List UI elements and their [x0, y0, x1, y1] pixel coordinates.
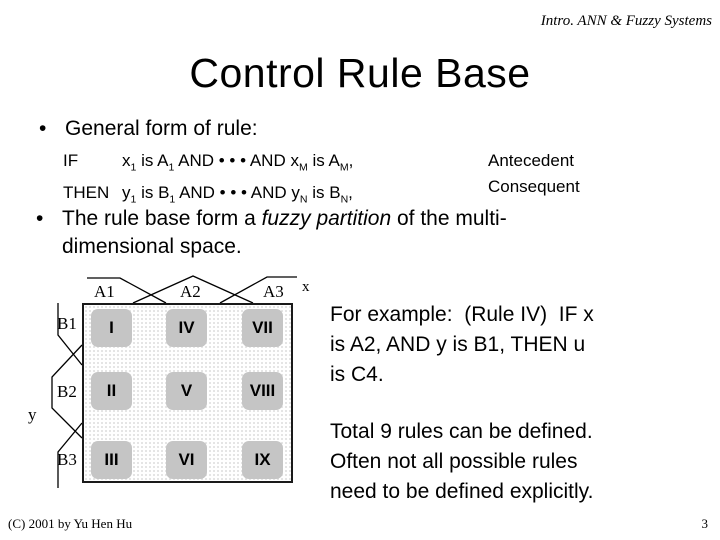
row-label-b3: B3 [57, 450, 77, 469]
rule-cell-6: VI [166, 441, 207, 479]
example-note: For example: (Rule IV) IF x is A2, AND y… [330, 303, 594, 386]
page-title: Control Rule Base [189, 50, 531, 96]
rule-then-line: THEN y1 is B1 AND • • • AND yN is BN, [63, 180, 353, 212]
rule-cell-4: IV [166, 309, 207, 347]
bullet-icon: • [36, 207, 44, 230]
rule-annotations: Antecedent Consequent [488, 148, 580, 200]
membership-a2-curve [132, 275, 254, 304]
total-rules-note: Total 9 rules can be defined. Often not … [330, 420, 594, 503]
rule-cell-7: VII [242, 309, 283, 347]
membership-functions-svg [51, 275, 297, 488]
rule-cell-9: IX [242, 441, 283, 479]
then-label: THEN [63, 183, 110, 203]
rule-if-line: IF x1 is A1 AND • • • AND xM is AM, [63, 148, 353, 180]
rule-cell-2: II [91, 372, 132, 410]
rule-block: IF x1 is A1 AND • • • AND xM is AM, THEN y… [63, 148, 353, 213]
copyright: (C) 2001 by Yu Hen Hu [8, 516, 133, 531]
rule-cell-1: I [91, 309, 132, 347]
rule-grid: I IV VII II V VIII III VI IX [82, 303, 293, 483]
col-label-a1: A1 [94, 282, 115, 301]
y-axis-label: y [28, 405, 37, 424]
bullet-icon: • [39, 117, 47, 140]
rule-cell-3: III [91, 441, 132, 479]
membership-b2-curve [51, 344, 83, 439]
consequent-label: Consequent [488, 177, 580, 196]
x-axis-label: x [302, 279, 310, 295]
page-number: 3 [701, 516, 709, 531]
if-clause: x1 is A1 AND • • • AND xM is AM, [122, 151, 354, 174]
bullet-partition: • The rule base form a fuzzy partition o… [36, 205, 507, 261]
rule-cell-5: V [166, 372, 207, 410]
course-header: Intro. ANN & Fuzzy Systems [540, 13, 712, 29]
if-label: IF [63, 151, 79, 170]
bullet-general: • General form of rule: [39, 117, 258, 141]
col-label-a3: A3 [263, 282, 284, 301]
membership-b1-curve [57, 303, 83, 366]
membership-b3-curve [57, 422, 83, 488]
col-label-a2: A2 [180, 282, 201, 301]
row-label-b1: B1 [57, 314, 77, 333]
row-label-b2: B2 [57, 382, 77, 401]
rule-cell-8: VIII [242, 372, 283, 410]
bullet-general-text: General form of rule: [65, 117, 258, 140]
bullet-partition-text: The rule base form a fuzzy partition of … [62, 207, 507, 258]
antecedent-label: Antecedent [488, 151, 575, 170]
membership-a3-curve [219, 276, 297, 304]
then-clause: y1 is B1 AND • • • AND yN is BN, [122, 183, 353, 206]
